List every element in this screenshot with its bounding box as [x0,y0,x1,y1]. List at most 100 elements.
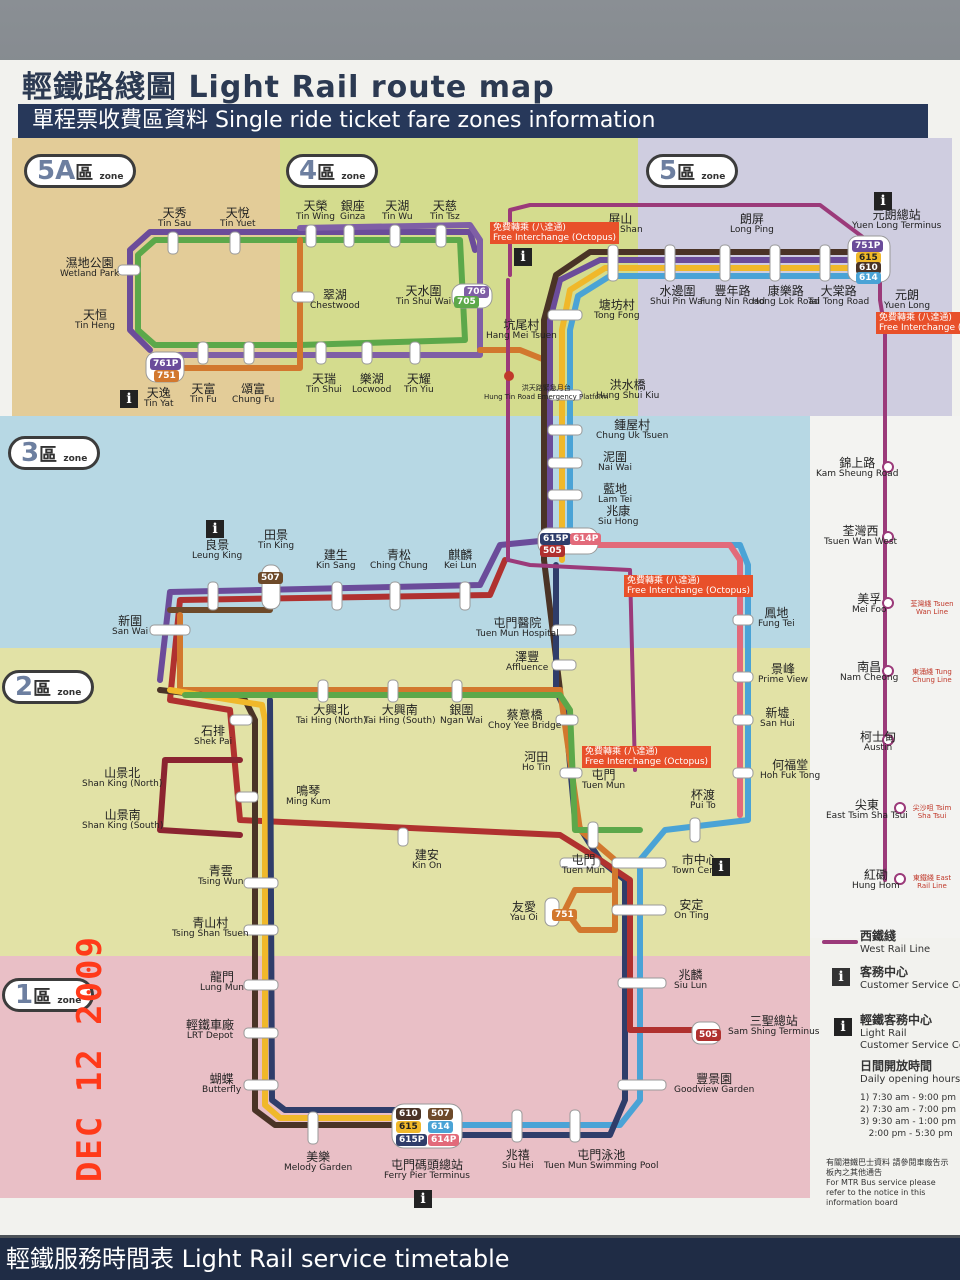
stop-fung-nin-road [719,244,731,282]
info-icon-ferry-pier: i [414,1190,432,1208]
stop-tin-shui [315,341,327,365]
stop-tuen-mun [587,821,599,849]
badge-615P: 615P [540,533,572,545]
stop-chung-uk-tsuen [547,424,583,436]
stop-lam-tei [547,489,583,501]
line-614P-trunk [572,542,743,818]
stop-tai-hing-north [317,679,329,703]
badge-507: 507 [258,572,283,584]
note-tung-chung-line: 東涌綫 Tung Chung Line [912,668,952,684]
zone-3-area [0,416,810,648]
stop-nai-wai [547,457,583,469]
stop-tsing-shan-tsuen [243,924,279,936]
stop-tsing-wun [243,877,279,889]
stop-tin-sau [167,231,179,255]
stop-fung-tei [732,614,754,626]
stop-hong-lok-road [769,244,781,282]
stop-ginza [343,224,355,248]
line-706-loop [157,222,483,358]
zone-4-badge: 4區 zone [286,154,379,188]
note-tsuen-wan-line: 荃灣綫 Tsuen Wan Line [910,600,954,616]
stop-tin-fu [197,341,209,365]
line-614-trunk [417,273,883,1128]
stop-tuen-mun-lr [559,857,601,869]
stop-san-hui [732,714,754,726]
note-free-interchange-yl: 免費轉乘 (八達通)Free Interchange (Octopus) [876,312,960,334]
stop-tong-fong [547,309,583,321]
stop-tin-yuet [229,231,241,255]
badge-615P-ferry: 615P [396,1134,428,1146]
stop-choy-yee-bridge [555,714,579,726]
stop-locwood [361,341,373,365]
info-icon-tin-yat: i [120,390,138,408]
stop-siu-hei [511,1109,523,1143]
zone-1-badge: 1區 zone [2,978,95,1012]
line-761P-loop [127,229,478,353]
info-icon-yuen-long: i [874,192,892,210]
wr-stop-austin [882,734,894,746]
note-east-rail-line: 東鐵綫 East Rail Line [912,874,952,890]
badge-614-ferry: 614 [428,1121,453,1133]
line-505-shanking [157,757,243,838]
badge-751-yau-oi: 751 [552,909,577,921]
badge-615-ferry: 615 [396,1121,421,1133]
badge-614P: 614P [570,533,602,545]
stop-prime-view [732,671,754,683]
stop-town-centre [611,857,667,869]
wr-stop-mei-foo [882,597,894,609]
stop-tin-tsz [435,224,447,248]
wr-stop-tsuen-wan-west [882,531,894,543]
stop-tai-hing-south [387,679,399,703]
stop-ping-shan [607,244,619,282]
badge-615-terminus: 615 [856,252,881,264]
stop-melody-garden [307,1111,319,1145]
stop-wetland-park [117,264,141,276]
west-rail-spur [506,278,637,772]
stop-chung-fu [243,341,255,365]
stop-lung-mun [243,979,279,991]
note-free-interchange-tsw: 免費轉乘 (八達通)Free Interchange (Octopus) [490,222,620,244]
wr-stop-east-tsim-sha-tsui [894,802,906,814]
stop-siu-lun [617,977,667,989]
note-tsim-sha-tsui: 尖沙咀 Tsim Sha Tsui [912,804,952,820]
